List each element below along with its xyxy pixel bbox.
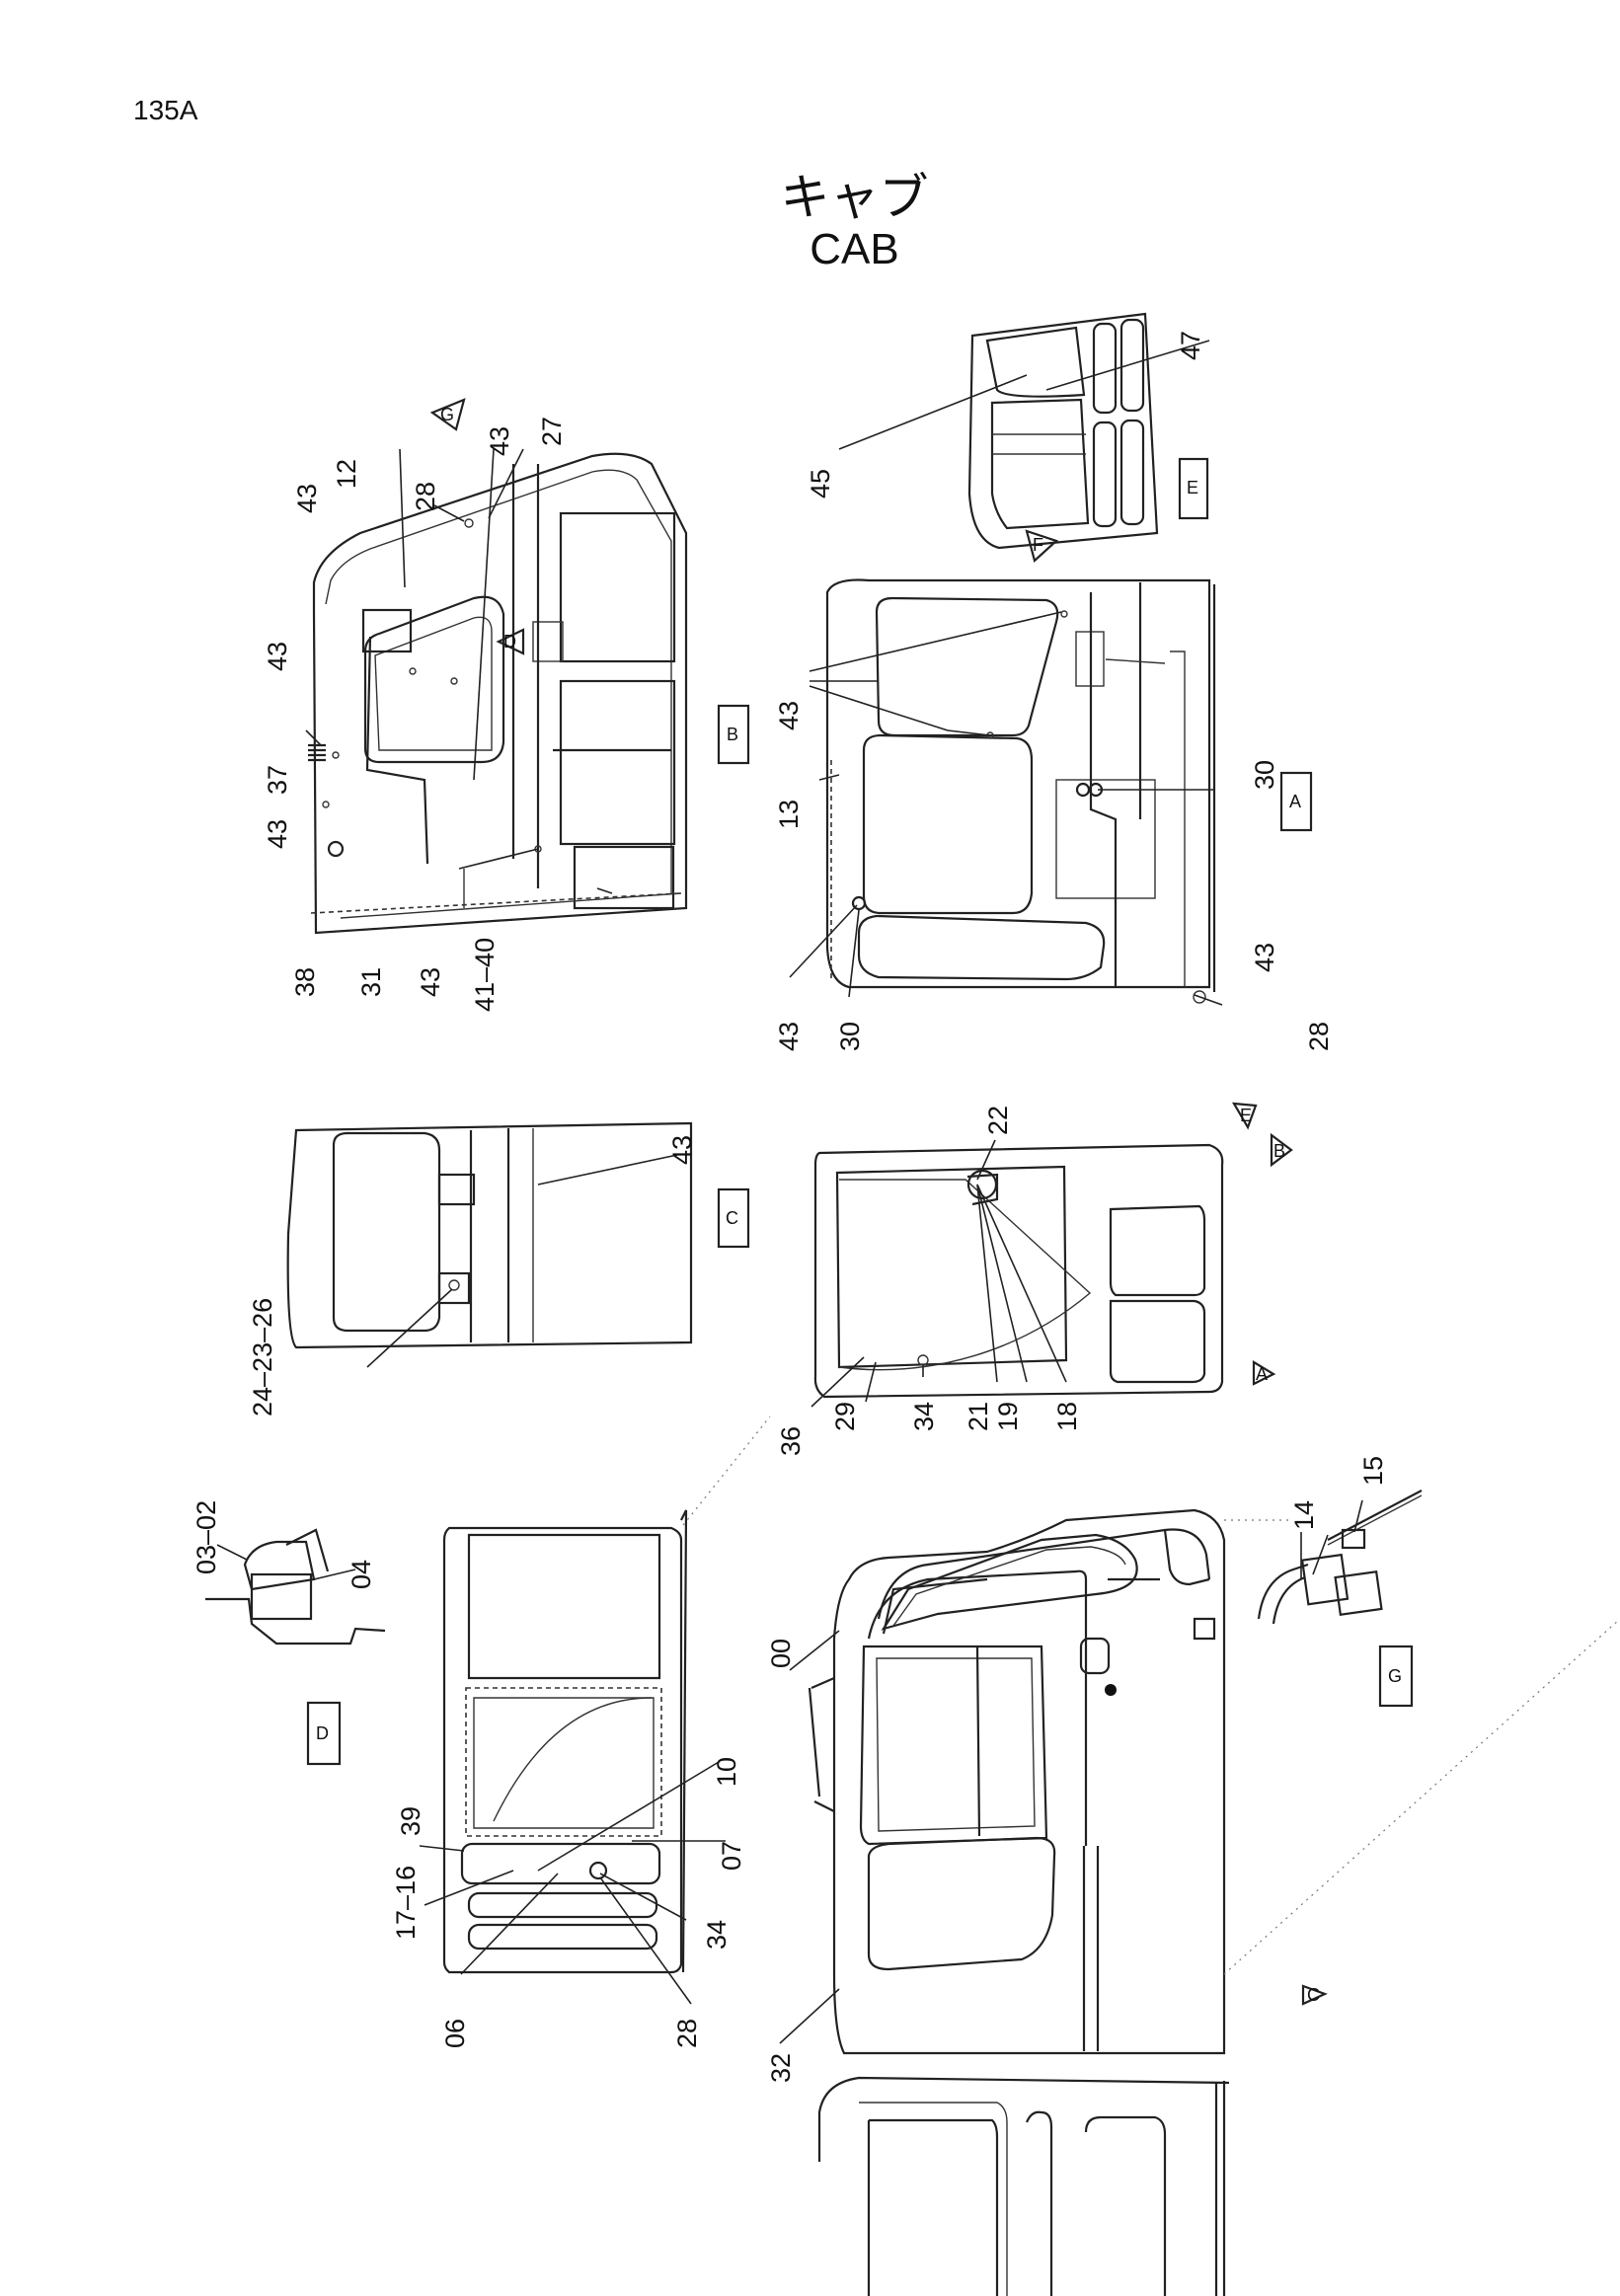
cab-plan-view — [419, 1416, 771, 2005]
cab-perspective-view — [779, 1508, 1620, 2055]
section-g-detail — [1257, 1490, 1423, 1625]
arrow-mark-a — [1252, 1360, 1276, 1386]
callout-14: 14 — [1289, 1500, 1319, 1530]
arrow-label-c: C — [1307, 1985, 1320, 2005]
arrow-label-g: G — [440, 405, 454, 424]
callout-43: 43 — [1250, 943, 1279, 972]
arrow-label-a: A — [1256, 1364, 1268, 1384]
callout-41-40: 41–40 — [470, 938, 500, 1012]
callout-17-16: 17–16 — [391, 1866, 421, 1940]
callout-45: 45 — [806, 469, 835, 498]
callout-43: 43 — [774, 701, 804, 730]
callout-28: 28 — [672, 2019, 702, 2048]
callout-43: 43 — [416, 967, 445, 997]
callout-15: 15 — [1358, 1456, 1388, 1486]
callout-38: 38 — [290, 967, 320, 997]
arrow-mark-c — [1301, 1984, 1328, 2006]
section-d-detail — [205, 1528, 386, 1645]
view-a-tag-box — [1279, 771, 1313, 832]
callout-03-02: 03–02 — [192, 1500, 221, 1574]
callout-18: 18 — [1052, 1402, 1082, 1431]
callout-43: 43 — [774, 1022, 804, 1051]
callout-34: 34 — [909, 1402, 939, 1431]
view-c-panel — [286, 1121, 693, 1368]
callout-06: 06 — [440, 2019, 470, 2048]
view-a-panel — [789, 578, 1223, 1006]
arrow-mark-f — [1025, 529, 1059, 564]
section-d-tag-box — [306, 1701, 342, 1766]
callout-30: 30 — [835, 1022, 865, 1051]
callout-10: 10 — [712, 1757, 741, 1787]
callout-43: 43 — [292, 484, 322, 513]
arrow-mark-e — [1231, 1102, 1258, 1130]
callout-28: 28 — [411, 482, 440, 511]
arrow-mark-g — [429, 398, 466, 431]
title-japanese: キャブ — [780, 169, 929, 226]
callout-32: 32 — [766, 2053, 796, 2083]
arrow-mark-d — [496, 628, 525, 655]
callout-43: 43 — [485, 426, 514, 456]
callout-19: 19 — [993, 1402, 1023, 1431]
section-g-tag-box — [1378, 1645, 1414, 1708]
callout-43: 43 — [263, 642, 292, 671]
callout-00: 00 — [766, 1639, 796, 1668]
callout-43: 43 — [667, 1135, 697, 1165]
callout-13: 13 — [774, 800, 804, 829]
callout-24-23-26: 24–23–26 — [248, 1298, 277, 1416]
arrow-mark-b — [1270, 1132, 1293, 1168]
callout-34: 34 — [702, 1920, 732, 1950]
callout-36: 36 — [776, 1426, 806, 1456]
callout-numbers: 43 12 28 43 27 43 37 43 38 31 43 41–40 4… — [192, 331, 1388, 2083]
partial-cab-bottom — [817, 2076, 1230, 2296]
callout-28: 28 — [1304, 1022, 1334, 1051]
callout-21: 21 — [964, 1402, 993, 1431]
callout-22: 22 — [983, 1106, 1013, 1135]
view-e-tag-box — [1178, 457, 1209, 520]
callout-37: 37 — [263, 765, 292, 795]
callout-12: 12 — [332, 459, 361, 489]
callout-30: 30 — [1250, 760, 1279, 790]
section-g-tag: G — [1388, 1666, 1402, 1686]
arrow-label-b: B — [1273, 1141, 1285, 1161]
section-d-tag: D — [316, 1723, 329, 1743]
callout-47: 47 — [1176, 331, 1205, 360]
callout-39: 39 — [396, 1806, 425, 1836]
callout-27: 27 — [537, 417, 567, 446]
arrow-label-f: F — [1033, 535, 1043, 555]
door-wiper-panel — [810, 1139, 1224, 1408]
view-a-tag: A — [1289, 792, 1301, 811]
callout-43: 43 — [263, 819, 292, 849]
view-b-tag-box — [717, 704, 750, 765]
callout-04: 04 — [347, 1560, 376, 1589]
arrow-label-d: D — [503, 632, 516, 651]
title-english: CAB — [810, 225, 899, 273]
view-b-panel — [305, 448, 688, 935]
view-e-tag: E — [1187, 478, 1198, 497]
view-c-tag-box — [717, 1187, 750, 1249]
view-e-door — [838, 312, 1210, 550]
view-c-tag: C — [726, 1208, 738, 1228]
page-code: 135A — [133, 95, 198, 125]
callout-29: 29 — [830, 1402, 860, 1431]
arrow-label-e: E — [1240, 1106, 1252, 1125]
view-b-tag: B — [727, 725, 738, 744]
callout-31: 31 — [356, 967, 386, 997]
callout-07: 07 — [717, 1841, 746, 1871]
